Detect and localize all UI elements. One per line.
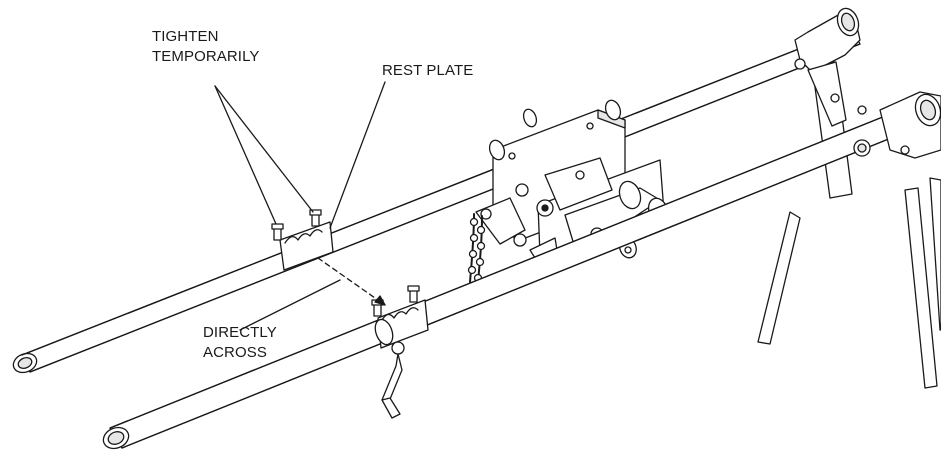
carriage bbox=[475, 99, 669, 275]
alignment-dashed-line bbox=[317, 257, 386, 306]
tighten-leader-left bbox=[214, 85, 277, 225]
crank-handle bbox=[381, 341, 405, 419]
tighten-label-line1: TIGHTEN bbox=[152, 28, 219, 45]
upper-rail bbox=[12, 27, 861, 374]
rest-plate-clamp bbox=[271, 209, 334, 271]
alignment-arrowhead bbox=[374, 295, 386, 306]
rest-plate-leader bbox=[329, 81, 386, 229]
directly-across-label: DIRECTLY ACROSS bbox=[203, 323, 277, 363]
chain bbox=[467, 213, 486, 283]
directly-label-line1: DIRECTLY bbox=[203, 324, 277, 341]
front-end-bracket bbox=[853, 91, 941, 159]
leader-lines bbox=[214, 81, 386, 331]
rear-end-bracket bbox=[794, 7, 861, 127]
directly-label-line2: ACROSS bbox=[203, 344, 267, 361]
tighten-temporarily-label: TIGHTEN TEMPORARILY bbox=[152, 27, 260, 67]
tighten-leader-right bbox=[214, 85, 314, 213]
rest-plate-label: REST PLATE bbox=[382, 62, 474, 79]
directly-across-leader bbox=[239, 279, 341, 331]
tighten-label-line2: TEMPORARILY bbox=[152, 48, 260, 65]
lower-rail-clamp bbox=[371, 285, 429, 349]
